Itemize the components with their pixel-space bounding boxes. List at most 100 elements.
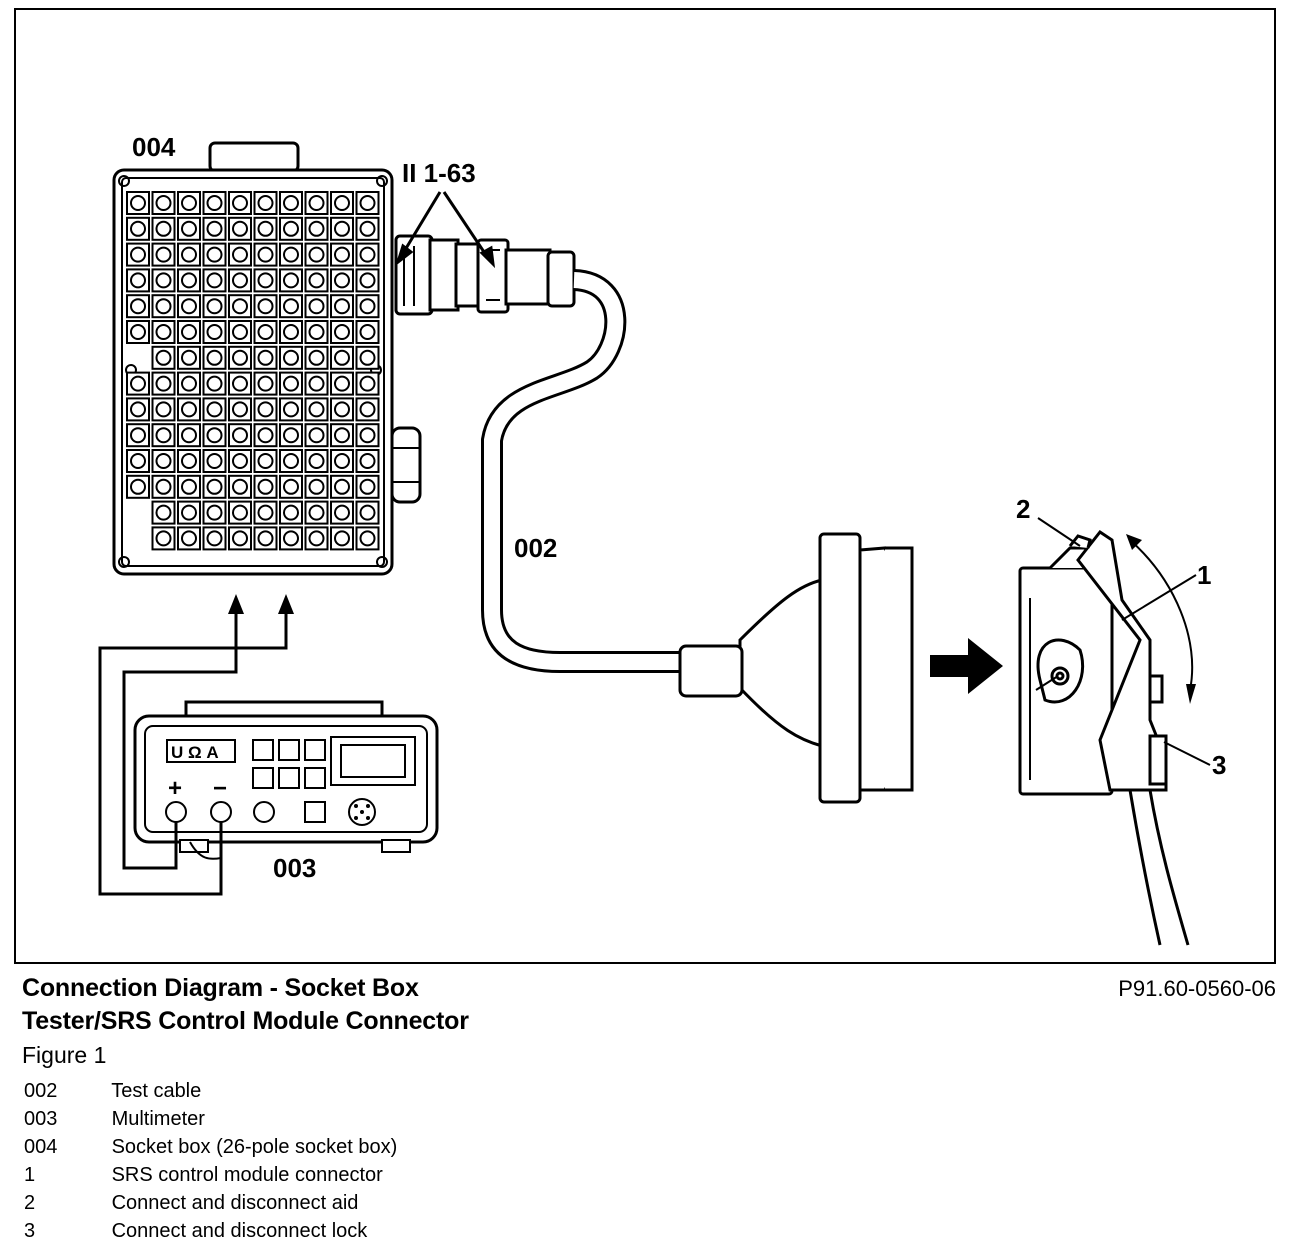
connection-diagram: U Ω A + − 004 II 1-63 002 003 1 2 3 xyxy=(98,132,1226,946)
figure-label: Figure 1 xyxy=(22,1042,107,1068)
socket-hole xyxy=(308,349,325,366)
socket-hole xyxy=(334,427,350,444)
legend-text: SRS control module connector xyxy=(111,1164,383,1186)
rotation-arrow xyxy=(1126,534,1196,704)
socket-hole xyxy=(359,349,376,366)
socket-hole xyxy=(257,195,274,211)
socket-hole xyxy=(257,478,274,495)
socket-hole xyxy=(232,375,248,392)
connector-pointer xyxy=(395,191,496,269)
socket-hole xyxy=(181,401,197,418)
legend-text: Socket box (26-pole socket box) xyxy=(111,1136,398,1158)
socket-hole xyxy=(334,453,350,469)
socket-hole xyxy=(359,504,376,521)
socket-hole xyxy=(206,453,223,469)
socket-hole xyxy=(232,272,248,289)
socket-hole xyxy=(206,401,223,418)
socket-hole xyxy=(232,427,248,444)
multimeter-mode-text: U Ω A xyxy=(171,743,219,762)
socket-hole xyxy=(334,272,350,289)
socket-hole xyxy=(181,453,197,469)
socket-hole xyxy=(257,375,274,392)
socket-hole xyxy=(359,195,376,211)
socket-hole xyxy=(334,349,350,366)
socket-hole xyxy=(206,349,223,366)
socket-hole xyxy=(232,401,248,418)
socket-hole xyxy=(130,195,146,211)
legend-text: Multimeter xyxy=(111,1108,205,1130)
cable-plug xyxy=(678,532,914,804)
socket-hole xyxy=(130,453,146,469)
socket-hole xyxy=(283,530,299,547)
legend-key: 3 xyxy=(24,1220,36,1242)
socket-hole xyxy=(232,246,248,263)
socket-hole xyxy=(334,324,350,340)
socket-hole xyxy=(155,298,172,315)
socket-hole xyxy=(334,530,350,547)
socket-hole xyxy=(334,375,350,392)
legend-key: 003 xyxy=(24,1108,58,1130)
legend-key: 004 xyxy=(24,1136,58,1158)
socket-hole xyxy=(308,220,325,237)
socket-hole xyxy=(283,375,299,392)
socket-grid xyxy=(126,191,380,551)
socket-hole xyxy=(283,401,299,418)
socket-hole xyxy=(257,298,274,315)
socket-hole xyxy=(155,504,172,521)
socket-hole xyxy=(257,427,274,444)
socket-hole xyxy=(206,220,223,237)
caption-title-line2: Tester/SRS Control Module Connector xyxy=(22,1007,469,1035)
socket-hole xyxy=(359,272,376,289)
socket-hole xyxy=(232,324,248,340)
socket-hole xyxy=(257,246,274,263)
socket-hole xyxy=(206,504,223,521)
socket-hole xyxy=(359,530,376,547)
socket-hole xyxy=(308,246,325,263)
socket-hole xyxy=(334,298,350,315)
socket-hole xyxy=(206,324,223,340)
socket-hole xyxy=(232,530,248,547)
socket-hole xyxy=(130,401,146,418)
legend-key: 1 xyxy=(24,1164,36,1186)
caption-title: Connection Diagram - Socket Box Tester/S… xyxy=(22,972,469,1038)
legend-row: 002 Test cable xyxy=(24,1077,397,1105)
leader-lines xyxy=(1037,517,1211,766)
box-connector xyxy=(394,234,576,316)
socket-hole xyxy=(155,220,172,237)
socket-hole xyxy=(334,401,350,418)
socket-hole xyxy=(130,427,146,444)
multimeter-port-dots xyxy=(354,804,370,820)
socket-hole xyxy=(130,375,146,392)
socket-hole xyxy=(257,530,274,547)
socket-hole xyxy=(283,324,299,340)
socket-hole xyxy=(308,401,325,418)
socket-hole xyxy=(181,195,197,211)
socket-hole xyxy=(206,272,223,289)
socket-hole xyxy=(334,220,350,237)
socket-hole xyxy=(155,401,172,418)
insert-arrow-icon xyxy=(930,638,1003,694)
socket-hole xyxy=(257,504,274,521)
label-item-2: 2 xyxy=(1016,494,1030,524)
socket-hole xyxy=(130,220,146,237)
legend-row: 003 Multimeter xyxy=(24,1105,397,1133)
socket-hole xyxy=(181,530,197,547)
socket-hole xyxy=(283,246,299,263)
legend-text: Test cable xyxy=(111,1080,202,1102)
socket-hole xyxy=(181,220,197,237)
legend-key: 2 xyxy=(24,1192,36,1214)
socket-hole xyxy=(257,220,274,237)
socket-hole xyxy=(181,427,197,444)
socket-hole xyxy=(257,453,274,469)
socket-hole xyxy=(206,427,223,444)
socket-hole xyxy=(181,324,197,340)
socket-hole xyxy=(155,324,172,340)
socket-hole xyxy=(181,349,197,366)
socket-hole xyxy=(155,375,172,392)
socket-hole xyxy=(206,195,223,211)
label-003: 003 xyxy=(273,853,316,883)
socket-hole xyxy=(308,427,325,444)
socket-hole xyxy=(206,478,223,495)
socket-hole xyxy=(283,298,299,315)
socket-hole xyxy=(155,195,172,211)
